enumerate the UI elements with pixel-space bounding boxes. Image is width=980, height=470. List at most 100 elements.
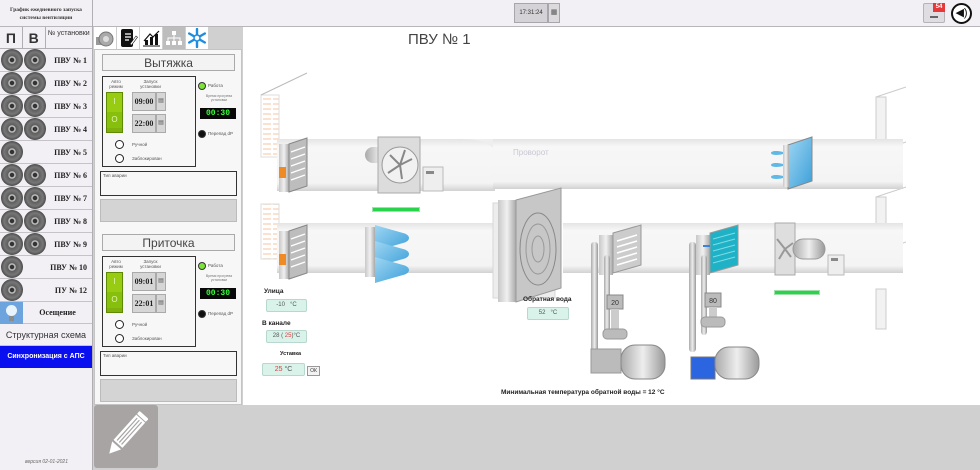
auto-mode-toggle[interactable]: I O [106, 272, 123, 313]
stop-time[interactable]: 22:01 [132, 294, 156, 313]
exhaust-fan-icon [24, 118, 46, 140]
start-time[interactable]: 09:01 [132, 272, 156, 291]
street-temp: -10 °C [266, 299, 307, 312]
alarm-label: Тип аварии [103, 353, 127, 358]
return-water-label: Обратная вода [523, 296, 572, 303]
return-water-temp: 52 °C [527, 307, 569, 320]
structure-scheme-button[interactable]: Структурная схема [0, 324, 92, 346]
empty-fan-slot [24, 279, 46, 301]
unit-label: ПВУ № 3 [54, 101, 87, 111]
exhaust-filter[interactable] [771, 136, 813, 190]
sidebar-item-unit[interactable]: ПВУ № 8 [0, 210, 92, 233]
calendar-icon[interactable]: ▤ [156, 294, 166, 313]
sidebar-item-unit[interactable]: ПВУ № 4 [0, 118, 92, 141]
calendar-icon[interactable]: ▤ [156, 272, 166, 291]
runtime-display: 00:30 [200, 108, 236, 119]
sync-aps-button[interactable]: Синхронизация с АПС [0, 346, 92, 368]
unit-label: ПВУ № 2 [54, 78, 87, 88]
notebook-edit-icon[interactable] [117, 27, 139, 49]
exhaust-fan-icon [24, 95, 46, 117]
auto-mode-label: Авто режим [109, 79, 123, 89]
exhaust-title: Вытяжка [102, 54, 235, 71]
supply-fan-icon [1, 187, 23, 209]
setpoint-input[interactable]: 25 °C [262, 363, 305, 376]
col-unit-number: № установки [47, 30, 90, 37]
edit-button[interactable] [94, 405, 158, 468]
sidebar-item-unit[interactable]: ПВУ № 1 [0, 49, 92, 72]
manual-radio[interactable] [115, 320, 124, 329]
exhaust-fan-icon [24, 233, 46, 255]
start-time[interactable]: 09:00 [132, 92, 156, 111]
snowflake-icon[interactable] [186, 27, 208, 49]
manual-radio[interactable] [115, 140, 124, 149]
water-heater-2[interactable]: 80 [689, 224, 760, 380]
sidebar-item-unit[interactable]: ПВУ № 7 [0, 187, 92, 210]
bar-chart-icon[interactable] [140, 27, 162, 49]
stop-time[interactable]: 22:00 [132, 114, 156, 133]
runtime-display: 00:30 [200, 288, 236, 299]
calendar-icon[interactable]: ▦ [548, 3, 560, 23]
calendar-icon[interactable]: ▤ [156, 92, 166, 111]
control-panel: Вытяжка Авто режим Запуск установки I O … [94, 49, 242, 405]
sidebar-item-unit[interactable]: ПВУ № 2 [0, 72, 92, 95]
manual-radio-row[interactable]: Ручной [115, 320, 147, 329]
start-label: Запуск установки [140, 79, 161, 89]
lighting-label: Осещение [39, 308, 76, 317]
unit-label: ПВУ № 1 [54, 55, 87, 65]
schedule-title[interactable]: График ежедневного запуска системы венти… [0, 0, 93, 27]
blocked-radio-row[interactable]: Заблокирован [115, 334, 162, 343]
left-wall [260, 72, 308, 260]
messages-button[interactable]: 54 [923, 3, 945, 23]
col-supply: П [0, 27, 23, 48]
blower-icon[interactable] [94, 27, 116, 49]
switch-on: I [107, 273, 122, 292]
runtime-label: Время прогрева установки [205, 94, 233, 102]
supply-control-box: Авто режим Запуск установки I O 09:01 ▤ … [102, 256, 196, 347]
network-icon[interactable] [163, 27, 185, 49]
blocked-label: Заблокирован [132, 336, 162, 341]
rotary-recuperator[interactable] [492, 187, 562, 303]
auto-mode-toggle[interactable]: I O [106, 92, 123, 133]
blocked-radio-row[interactable]: Заблокирован [115, 154, 162, 163]
envelope-icon [930, 16, 938, 18]
sidebar-item-unit[interactable]: ПУ № 12 [0, 279, 92, 302]
exhaust-fan[interactable] [365, 136, 444, 194]
speaker-icon[interactable]: ◀) [951, 3, 972, 24]
lightbulb-icon [0, 301, 23, 324]
exhaust-damper[interactable] [279, 137, 308, 193]
supply-fan-icon [1, 233, 23, 255]
calendar-icon[interactable]: ▤ [156, 114, 166, 133]
sidebar-item-lighting[interactable]: Осещение [0, 301, 92, 324]
unit-title: ПВУ № 1 [408, 31, 471, 48]
supply-fan-icon [1, 210, 23, 232]
street-label: Улица [264, 288, 284, 295]
setpoint-label: Уставка [280, 351, 302, 357]
supply-fan[interactable] [774, 222, 845, 276]
unit-diagram: Проворот [243, 27, 980, 405]
sidebar-item-unit[interactable]: ПВУ № 3 [0, 95, 92, 118]
channel-temp-value: 28 [272, 333, 280, 339]
min-return-temp-note: Минимальная температура обратной воды = … [501, 389, 665, 396]
sidebar-item-unit[interactable]: ПВУ № 5 [0, 141, 92, 164]
sidebar-item-unit[interactable]: ПВУ № 9 [0, 233, 92, 256]
valve2-percent: 80 [709, 298, 717, 305]
street-temp-value: -10 [276, 302, 285, 308]
manual-label: Ручной [132, 322, 148, 327]
unit-label: ПВУ № 5 [54, 147, 87, 157]
unit-list: ПВУ № 1 ПВУ № 2 ПВУ № 3 ПВУ № 4 ПВУ № 5 ПВУ №… [0, 49, 92, 302]
supply-damper[interactable] [279, 224, 308, 280]
unit-label: ПВУ № 10 [50, 262, 87, 272]
blocked-radio[interactable] [115, 334, 124, 343]
col-exhaust: В [23, 27, 46, 48]
blocked-radio[interactable] [115, 154, 124, 163]
sidebar-item-unit[interactable]: ПВУ № 10 [0, 256, 92, 279]
water-heater-1[interactable]: 20 [590, 224, 666, 380]
sidebar-item-unit[interactable]: ПВУ № 6 [0, 164, 92, 187]
supply-filter[interactable] [365, 225, 409, 283]
unit-label: ПВУ № 8 [54, 216, 87, 226]
manual-radio-row[interactable]: Ручной [115, 140, 147, 149]
top-bar: График ежедневного запуска системы венти… [0, 0, 980, 27]
ventilation-schematic: Проворот [260, 72, 907, 380]
channel-setpoint-value: 25 [284, 333, 292, 339]
setpoint-ok-button[interactable]: ОК [307, 366, 320, 376]
